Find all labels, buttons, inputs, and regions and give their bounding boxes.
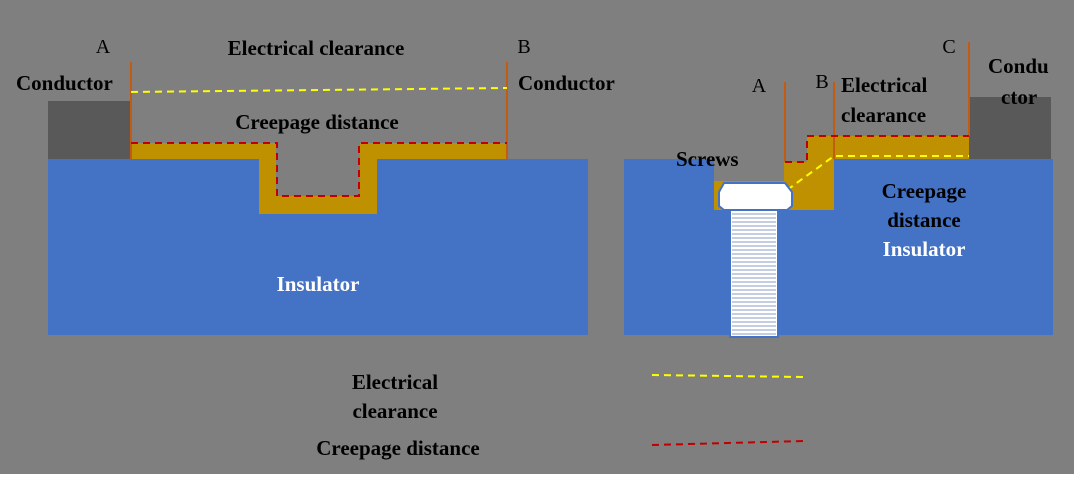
right-creepage-label-line1: Creepage — [882, 179, 967, 203]
right-conductor-label-line1: Condu — [988, 54, 1049, 78]
legend-creepage-label: Creepage distance — [316, 436, 480, 460]
right-clearance-label-line2: clearance — [841, 103, 926, 127]
screw-threads — [732, 213, 776, 335]
left-insulator-body — [48, 159, 588, 335]
right-point-c-label: C — [942, 36, 955, 58]
legend-clearance-label-line1: Electrical — [352, 370, 438, 394]
left-filler-layer — [131, 143, 507, 214]
screw-head — [718, 182, 793, 211]
left-conductor-label: Conductor — [16, 71, 113, 95]
left-insulator-label: Insulator — [277, 272, 360, 296]
left-clearance-label: Electrical clearance — [228, 36, 405, 60]
left-conductor-block — [48, 101, 131, 159]
right-conductor-label-line2: ctor — [1001, 85, 1037, 109]
left-creepage-line — [131, 142, 507, 197]
screw-icon — [718, 182, 793, 338]
legend-clearance-swatch — [651, 374, 806, 378]
right-creepage-label-line2: distance — [887, 208, 961, 232]
right-conductor-block — [969, 97, 1051, 159]
right-point-b-label: B — [815, 71, 828, 93]
right-clearance-line — [786, 155, 969, 191]
legend: Electrical clearance Creepage distance — [316, 370, 806, 460]
right-insulator-label: Insulator — [883, 237, 966, 261]
left-clearance-line — [130, 87, 508, 93]
right-diagram: A B C Electrical clearance Condu ctor Sc… — [624, 36, 1053, 338]
right-conductor-label: Conductor — [518, 71, 615, 95]
legend-clearance-label-line2: clearance — [352, 399, 437, 423]
right-clearance-label-line1: Electrical — [841, 73, 927, 97]
left-creepage-label: Creepage distance — [235, 110, 399, 134]
left-point-b-label: B — [517, 36, 530, 58]
screws-label: Screws — [676, 147, 739, 171]
legend-creepage-swatch — [651, 440, 806, 446]
left-point-a-label: A — [96, 36, 111, 58]
right-point-a-label: A — [752, 75, 767, 97]
right-insulator-body — [624, 159, 1053, 335]
left-diagram: A B Electrical clearance Conductor Condu… — [16, 36, 615, 335]
